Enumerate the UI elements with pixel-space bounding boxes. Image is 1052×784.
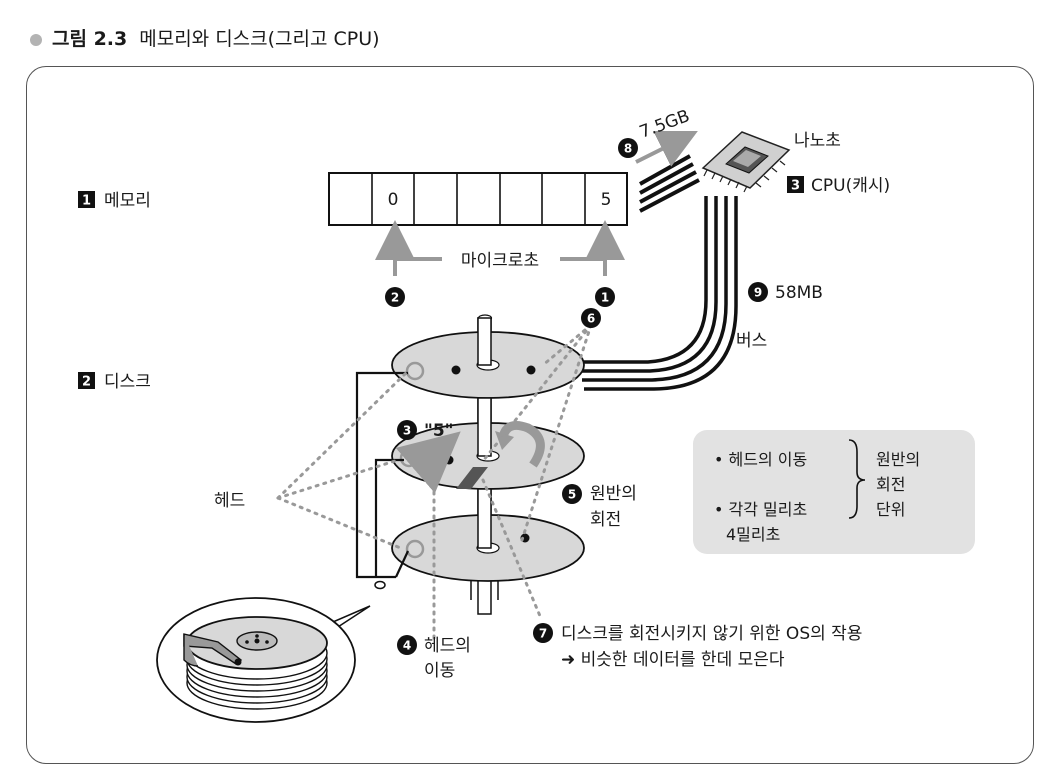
- step-6-marker: 6: [587, 312, 595, 326]
- bus-lines: [578, 196, 738, 391]
- data-block: [456, 467, 488, 489]
- memory-cell-5: 5: [601, 190, 612, 210]
- hard-disk-icon: [156, 580, 386, 723]
- microsecond-label: 마이크로초: [461, 251, 539, 271]
- cpu-marker-box: [787, 176, 804, 193]
- legend-item-2: • 각각 밀리초: [714, 500, 807, 519]
- step-2-badge: [385, 287, 405, 307]
- microsecond-arrows: [375, 220, 625, 276]
- head-move-arrow: [395, 431, 461, 494]
- step-3-badge: [397, 420, 417, 440]
- step-4-line2: 이동: [424, 661, 455, 681]
- rotation-arrow: [498, 421, 545, 468]
- legend-unit-1: 원반의: [876, 450, 920, 469]
- memory-marker-box: [78, 191, 95, 208]
- head-label: 헤드: [214, 491, 245, 511]
- step-4-line1: 헤드의: [424, 636, 471, 656]
- figure-caption: 그림 2.3 메모리와 디스크(그리고 CPU): [30, 24, 380, 51]
- step-9-badge: [748, 282, 768, 302]
- figure-title: 메모리와 디스크(그리고 CPU): [139, 28, 380, 50]
- step-4-badge: [397, 635, 417, 655]
- memory-label: 메모리: [104, 191, 151, 211]
- rotation-arrow-head: [495, 431, 514, 450]
- leader-lines: [276, 323, 593, 640]
- nanosecond-label: 나노초: [794, 131, 841, 151]
- memory-marker: 1: [82, 194, 91, 209]
- disk-marker: 2: [82, 375, 91, 390]
- step-4-marker: 4: [403, 639, 411, 653]
- step-9-marker: 9: [754, 286, 762, 300]
- memory-array: 0 5: [328, 172, 628, 226]
- legend-brace: [848, 439, 866, 519]
- step-8-label: 7.5GB: [637, 106, 693, 143]
- transfer-arrow: [635, 131, 698, 167]
- disk-platters: [391, 314, 585, 615]
- legend-unit-2: 회전: [876, 475, 905, 494]
- step-9-label: 58MB: [775, 283, 823, 303]
- legend-item-2b: 4밀리초: [726, 525, 780, 544]
- bus-label: 버스: [736, 331, 767, 351]
- step-8-marker: 8: [624, 142, 632, 156]
- legend-item-1: • 헤드의 이동: [714, 450, 807, 469]
- step-2-marker: 2: [391, 291, 399, 305]
- step-7-line2: ➜ 비슷한 데이터를 한데 모은다: [561, 650, 785, 670]
- cpu-marker: 3: [791, 179, 800, 194]
- step-1-badge: [595, 287, 615, 307]
- step-3-label: "5": [424, 421, 454, 441]
- step-5-line1: 원반의: [590, 484, 637, 504]
- step-5-badge: [562, 484, 582, 504]
- step-3-marker: 3: [403, 424, 411, 438]
- step-7-line1: 디스크를 회전시키지 않기 위한 OS의 작용: [561, 624, 862, 644]
- step-6-badge: [581, 308, 601, 328]
- diagram-frame: [26, 66, 1034, 764]
- legend-unit-3: 단위: [876, 500, 905, 519]
- cpu-memory-link: [639, 154, 700, 213]
- caption-bullet: [30, 33, 42, 46]
- disk-marker-box: [78, 372, 95, 389]
- step-8-badge: [618, 138, 638, 158]
- legend-box: [693, 430, 975, 554]
- step-7-marker: 7: [539, 627, 547, 641]
- step-5-marker: 5: [568, 488, 576, 502]
- step-5-line2: 회전: [590, 510, 621, 530]
- cpu-chip-icon: [701, 131, 791, 193]
- memory-cell-1: 0: [388, 190, 399, 210]
- step-1-marker: 1: [601, 291, 609, 305]
- step-7-badge: [533, 623, 553, 643]
- figure-number: 그림 2.3: [52, 28, 128, 50]
- cpu-label: CPU(캐시): [811, 176, 890, 196]
- disk-label: 디스크: [104, 372, 151, 392]
